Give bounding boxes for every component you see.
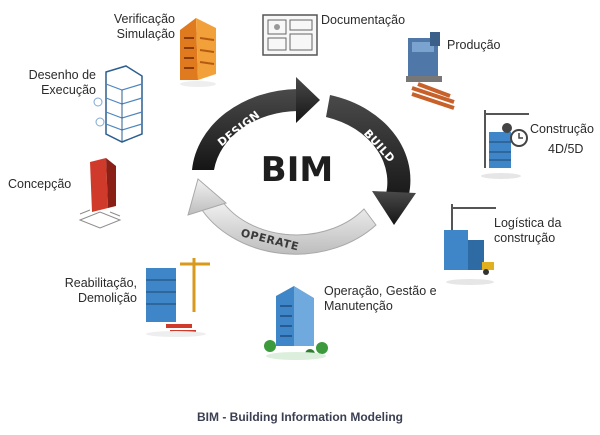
bim-center-title: BIM [260, 150, 334, 190]
execution-drawing-icon [93, 65, 143, 143]
logistics-crane-icon [444, 204, 496, 285]
label-reabilitacao: Reabilitação, Demolição [65, 276, 137, 306]
label-operacao-line1: Operação, Gestão e [324, 284, 437, 298]
label-logistica-line2: construção [494, 231, 556, 245]
label-simulacao: Simulação [116, 27, 175, 41]
verification-building-icon [180, 18, 216, 87]
label-operacao: Operação, Gestão e Manutenção [324, 284, 437, 314]
bim-cycle-ring: DESIGN BUILD OPERATE [187, 77, 416, 255]
label-operacao-line2: Manutenção [324, 299, 393, 313]
label-reabilitacao-line2: Demolição [77, 291, 137, 305]
label-concepcao: Concepção [8, 177, 72, 191]
diagram-caption: BIM - Building Information Modeling [197, 410, 403, 424]
label-desenho: Desenho de [28, 68, 96, 82]
documentation-plan-icon [262, 14, 318, 56]
rehabilitation-crane-icon [146, 258, 210, 337]
label-logistica-line1: Logística da [494, 216, 562, 230]
label-verificacao-simulacao: Verificação Simulação [114, 12, 175, 42]
construction-crane-icon [481, 110, 529, 179]
label-reabilitacao-line1: Reabilitação, [64, 276, 137, 290]
label-4d-5d: 4D/5D [548, 142, 584, 156]
label-verificacao: Verificação [113, 12, 175, 26]
conception-building-icon [78, 158, 122, 229]
production-factory-icon [406, 32, 455, 110]
label-execucao: Execução [41, 83, 96, 97]
label-logistica: Logística da construção [494, 216, 561, 246]
operation-building-icon [264, 286, 328, 360]
label-construcao: Construção [530, 122, 594, 136]
label-producao: Produção [447, 38, 501, 52]
label-desenho-execucao: Desenho de Execução [29, 68, 96, 98]
label-documentacao: Documentação [321, 13, 406, 27]
